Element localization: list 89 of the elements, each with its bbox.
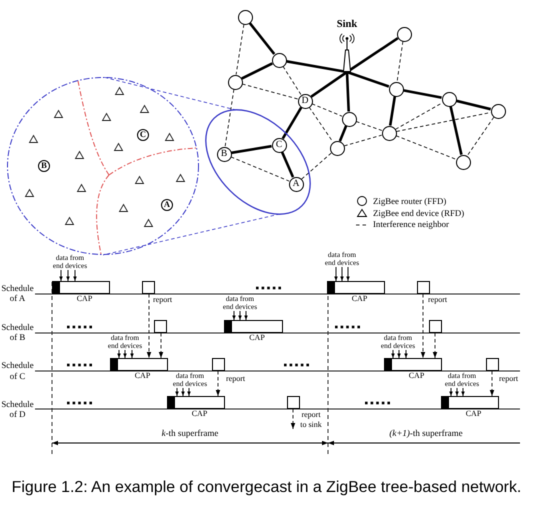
- router-node: B: [216, 146, 232, 162]
- arrow: [187, 388, 191, 396]
- dashed-arrow: [420, 294, 426, 358]
- arrow: [346, 266, 350, 282]
- dashed-line: [312, 103, 342, 117]
- edge-label: report: [226, 374, 246, 384]
- router-node: A: [161, 199, 173, 211]
- dashed-arrow: [490, 370, 494, 396]
- arrow: [181, 388, 185, 396]
- tree-link: [403, 89, 442, 99]
- dashed-line: [396, 112, 491, 132]
- router-node: C: [137, 129, 149, 141]
- block-label: CAP: [408, 371, 424, 381]
- dashed-arrow: [146, 294, 152, 358]
- router-node: B: [38, 160, 50, 172]
- arrow: [117, 350, 121, 358]
- arrow: [449, 388, 453, 396]
- tree-link: [338, 125, 348, 142]
- block-label: CAP: [466, 409, 482, 419]
- edge-label: report to sink: [298, 410, 324, 429]
- dashed-line: [242, 84, 298, 100]
- dimension-label: (k+1)-th superframe: [389, 428, 463, 439]
- tree-link: [456, 100, 491, 110]
- dashed-line: [308, 106, 334, 142]
- router-node: A: [288, 176, 304, 192]
- dashed-line: [396, 41, 404, 82]
- node-label: Sink: [336, 19, 358, 31]
- arrow: [397, 350, 401, 358]
- arrow: [130, 350, 134, 358]
- edge-label: report: [153, 295, 172, 304]
- dashed-arrow: [290, 408, 296, 430]
- tree-link: [388, 96, 396, 126]
- dashed-line: [301, 152, 332, 180]
- dashed-line: [102, 76, 237, 110]
- dashed-line: [230, 156, 290, 182]
- dashed-line: [102, 214, 280, 256]
- arrow: [238, 310, 242, 320]
- tree-link: [282, 106, 302, 140]
- dashed-line: [224, 89, 234, 147]
- arrow: [232, 310, 236, 320]
- block-label: CAP: [249, 333, 265, 343]
- arrow: [244, 310, 248, 320]
- tree-link: [241, 62, 273, 80]
- dashed-arrow: [432, 332, 438, 358]
- row-label: Schedule of D: [0, 398, 35, 420]
- dashed-arrow: [158, 332, 164, 358]
- arrow: [455, 388, 459, 396]
- dashed-line: [356, 121, 382, 131]
- router-node: D: [298, 94, 312, 108]
- legend-label: ZigBee end device (RFD): [373, 208, 464, 218]
- arrow: [404, 350, 408, 358]
- tree-link: [449, 106, 463, 155]
- edge-label: report: [499, 374, 518, 384]
- legend-label: Interference neighbor: [373, 219, 449, 230]
- arrow: [66, 270, 70, 282]
- legend-label: ZigBee router (FFD): [373, 196, 446, 206]
- tree-link: [310, 70, 348, 98]
- tree-link: [248, 22, 276, 55]
- arrow: [175, 388, 179, 396]
- arrow: [73, 270, 77, 282]
- edge-label: report: [428, 295, 448, 304]
- dashed-line: [236, 24, 244, 75]
- row-label: Schedule of C: [0, 360, 35, 381]
- dashed-line: [344, 134, 382, 146]
- block-label: CAP: [76, 294, 92, 304]
- tree-link: [286, 60, 348, 74]
- block-label: CAP: [352, 294, 368, 304]
- tree-link: [346, 72, 350, 112]
- tree-link: [280, 151, 294, 178]
- dashed-arrow: [216, 370, 220, 396]
- dimension-label: k-th superframe: [162, 428, 218, 439]
- row-label: Schedule of A: [0, 282, 35, 304]
- arrow: [334, 266, 338, 282]
- dashed-line: [396, 135, 456, 160]
- arrow: [461, 388, 465, 396]
- tree-link: [346, 70, 390, 88]
- router-node: C: [272, 138, 286, 152]
- arrow: [340, 266, 344, 282]
- block-label: CAP: [192, 409, 208, 419]
- dashed-line: [282, 66, 302, 96]
- dashed-line: [466, 116, 494, 156]
- tree-link: [231, 144, 272, 154]
- dashed-line: [395, 102, 443, 130]
- row-label: Schedule of B: [0, 322, 35, 342]
- figure-caption: Figure 1.2: An example of convergecast in a ZigBee tree-based network.: [12, 478, 522, 497]
- arrow: [59, 270, 63, 282]
- arrow: [391, 350, 395, 358]
- block-label: CAP: [134, 371, 150, 381]
- arrow: [123, 350, 127, 358]
